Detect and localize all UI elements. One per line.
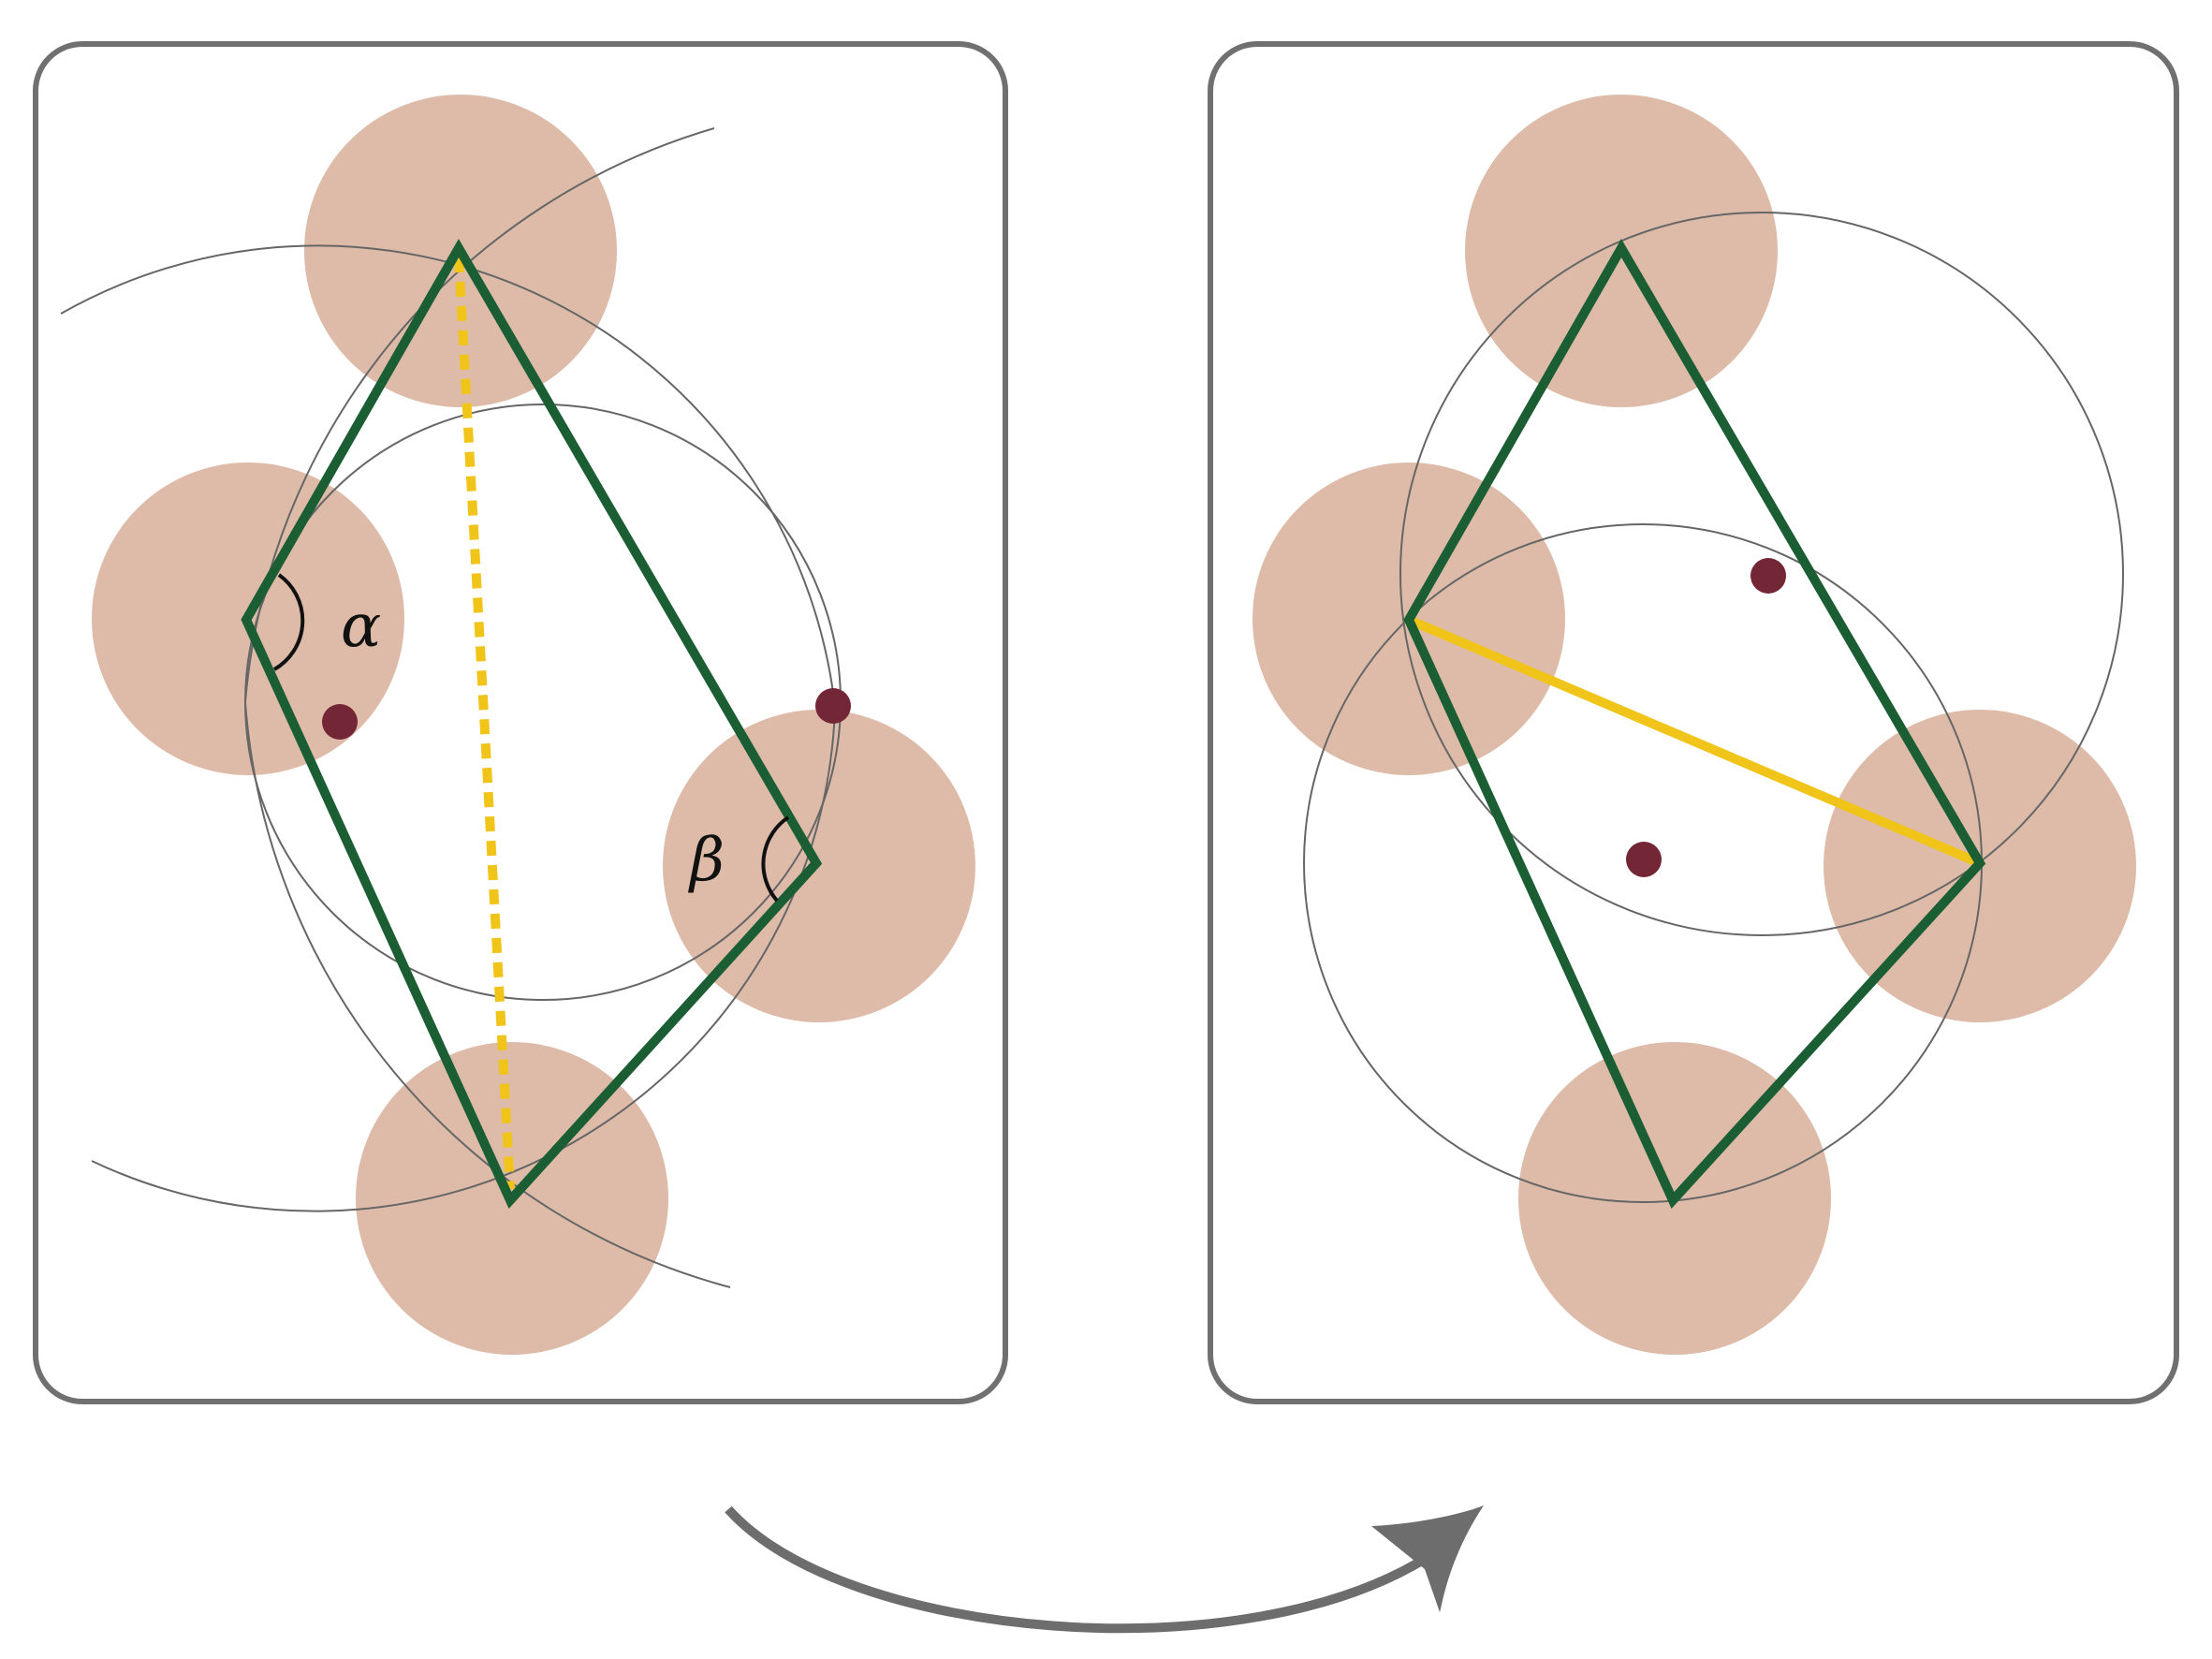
- diagonal-dashed: [454, 257, 515, 1190]
- quadrilateral: [1403, 239, 1986, 1209]
- diagonal-solid: [1407, 615, 1982, 868]
- quadrilateral: [241, 238, 823, 1209]
- arrow-head: [1371, 1505, 1484, 1612]
- angle-label-alpha: α: [341, 592, 381, 661]
- angle-arc-alpha: [273, 573, 305, 671]
- angle-label-beta: β: [688, 826, 725, 895]
- circumcenter-dot: [322, 704, 358, 740]
- panel-frame: [1208, 41, 2179, 1404]
- panel-before-flip: α β: [33, 41, 1008, 1404]
- panel-frame: [33, 41, 1008, 1404]
- circumcenter-dot: [815, 688, 851, 724]
- panel-after-flip: [1208, 41, 2179, 1404]
- circumcenter-dot: [1626, 842, 1662, 877]
- arrow-shaft: [725, 1505, 1435, 1634]
- angle-arc-beta: [761, 815, 790, 903]
- curved-arrow-right-icon: [725, 1505, 1484, 1634]
- circumcircle-upper-triangle: [1399, 212, 2124, 936]
- circumcenter-dot: [1751, 558, 1786, 594]
